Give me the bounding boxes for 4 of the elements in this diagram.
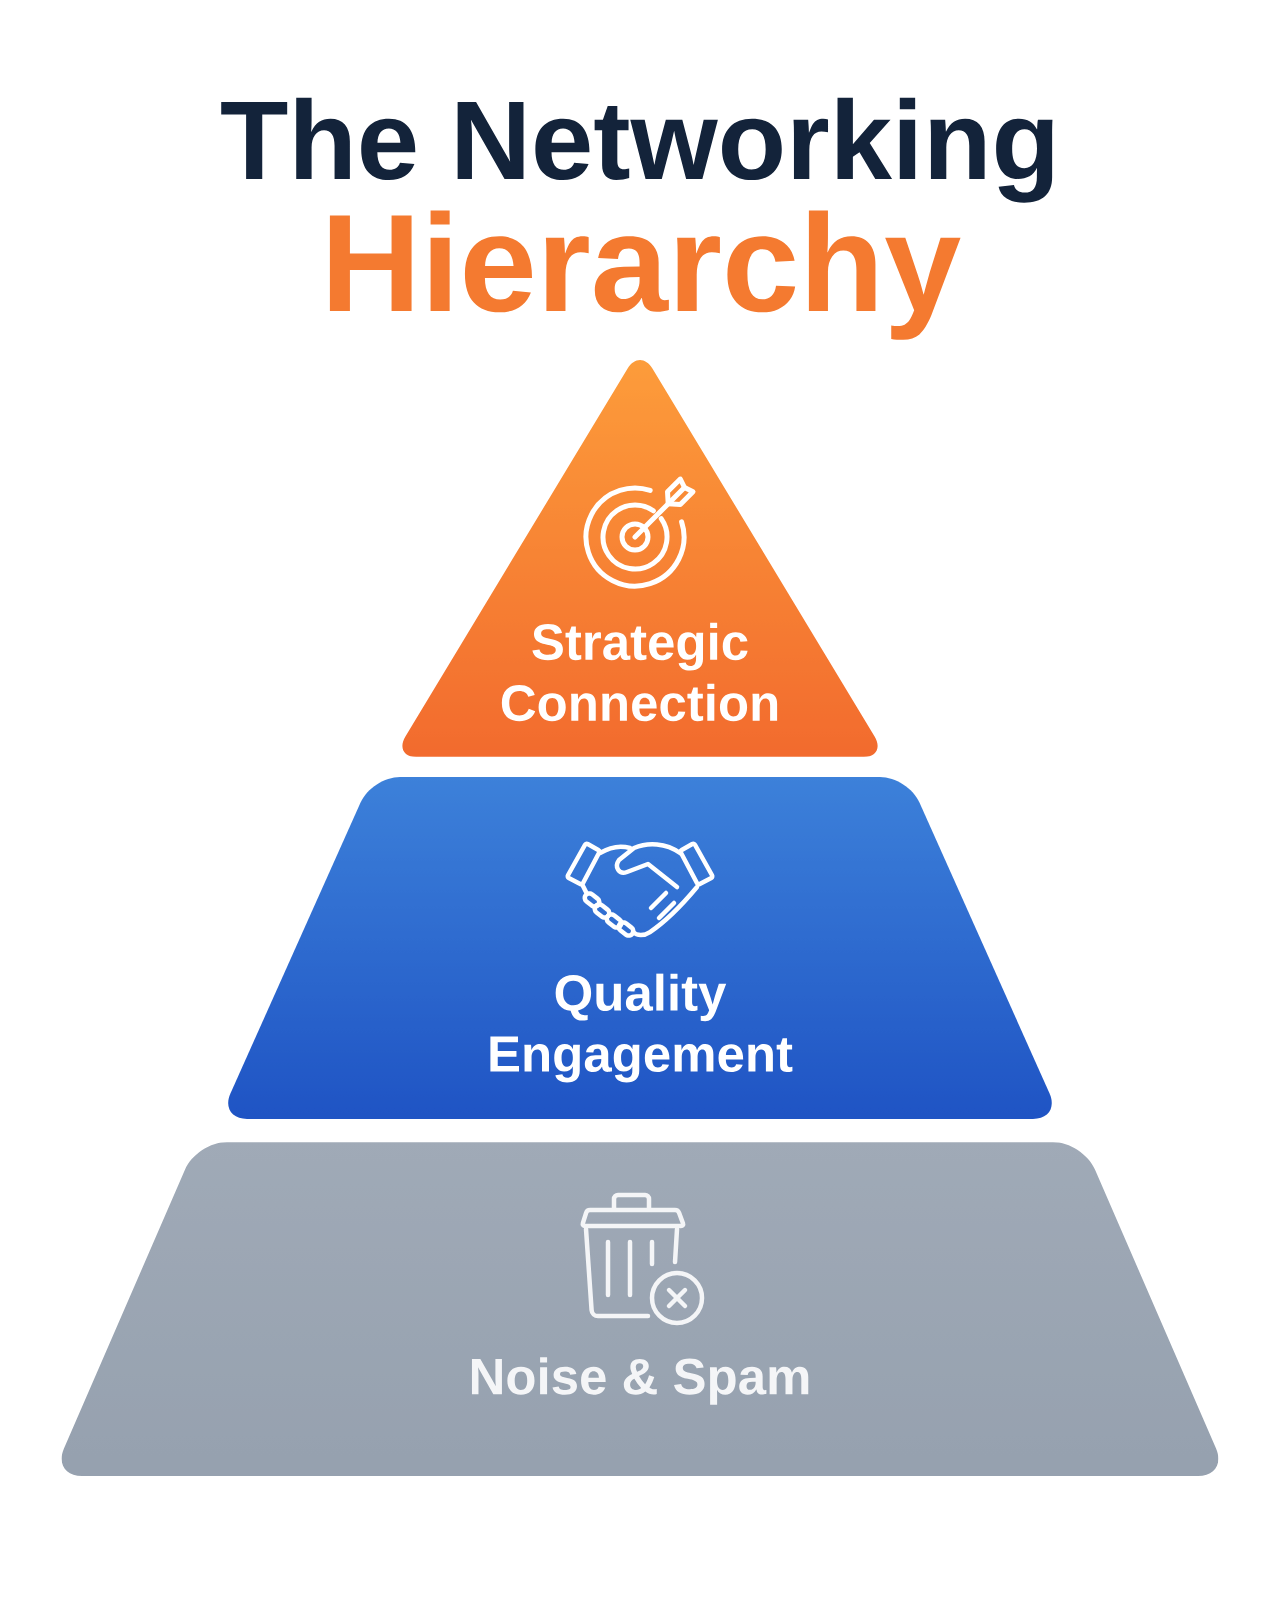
tier-label: Strategic Connection — [501, 622, 778, 722]
tier-label: Noise & Spam — [471, 1357, 809, 1405]
tier-label: Quality Engagement — [490, 973, 793, 1083]
title: The Networking Hierarchy — [221, 97, 1053, 340]
